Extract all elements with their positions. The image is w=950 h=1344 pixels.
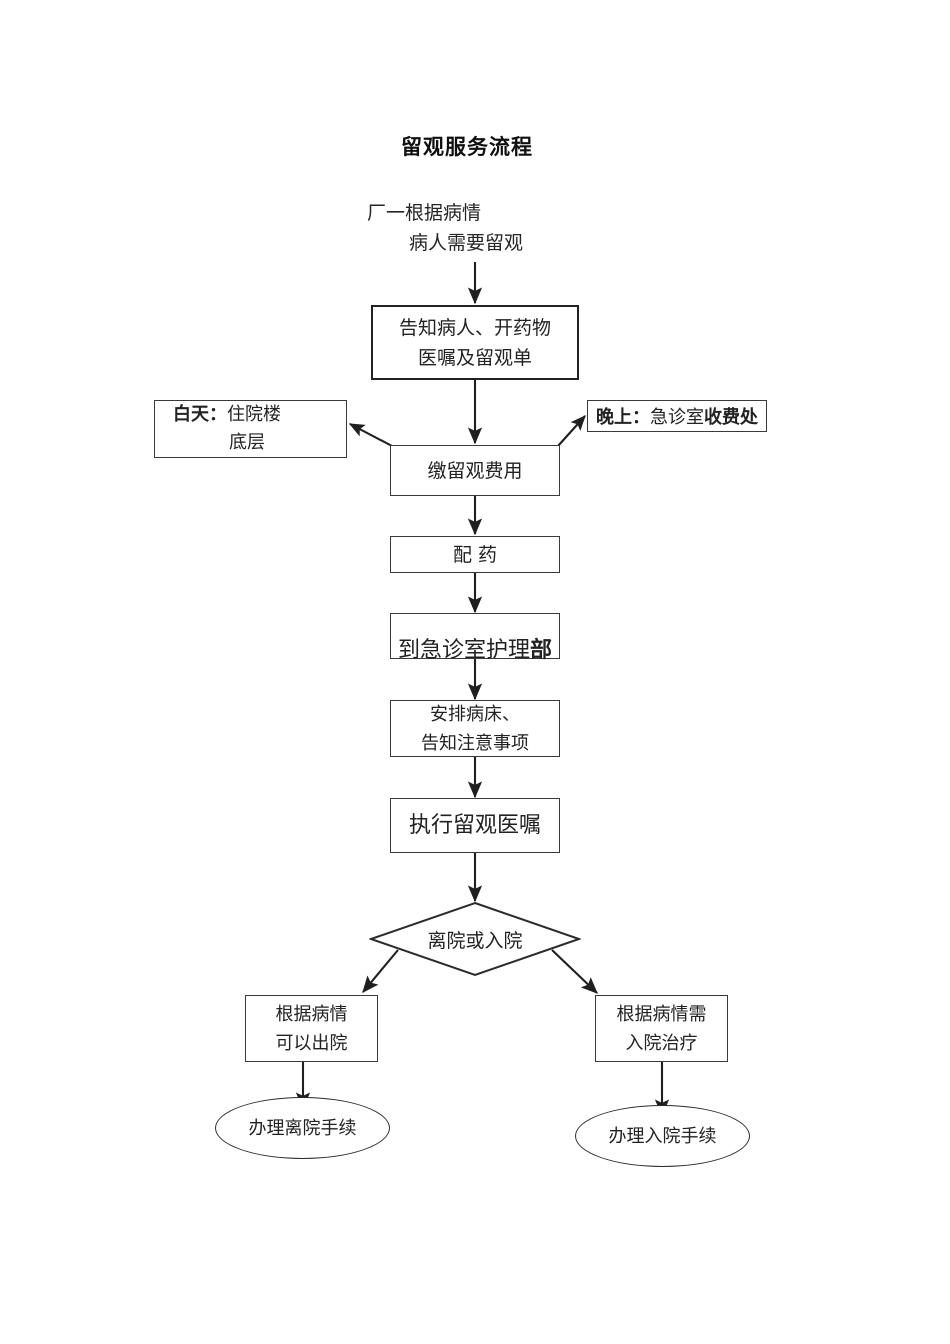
node-daytime-location-line2: 底层 bbox=[229, 432, 265, 453]
node-go-to-nursing-prefix: 到急诊室护理 bbox=[397, 638, 530, 663]
node-go-to-nursing[interactable]: 到急诊室护理部 bbox=[390, 613, 560, 663]
node-night-location-middle: 急诊室 bbox=[650, 407, 704, 428]
node-daytime-location-prefix: 白天： bbox=[173, 404, 227, 425]
node-go-to-nursing-suffix: 部 bbox=[530, 638, 553, 663]
node-need-admission-label: 根据病情需 入院治疗 bbox=[616, 1003, 707, 1054]
node-execute-orders[interactable]: 执行留观医嘱 bbox=[390, 798, 560, 853]
node-arrange-bed[interactable]: 安排病床、 告知注意事项 bbox=[390, 700, 560, 757]
node-pay-fee[interactable]: 缴留观费用 bbox=[390, 445, 560, 496]
node-can-discharge[interactable]: 根据病情 可以出院 bbox=[245, 995, 378, 1062]
page-title: 留观服务流程 bbox=[401, 135, 533, 159]
node-night-location[interactable]: 晚上：急诊室收费处 bbox=[587, 400, 767, 432]
node-need-admission[interactable]: 根据病情需 入院治疗 bbox=[595, 995, 728, 1062]
node-arrange-bed-label: 安排病床、 告知注意事项 bbox=[421, 703, 529, 754]
node-admission-procedure-label: 办理入院手续 bbox=[608, 1125, 717, 1147]
node-inform-patient[interactable]: 告知病人、开药物 医嘱及留观单 bbox=[371, 305, 579, 380]
node-discharge-procedure-label: 办理离院手续 bbox=[248, 1117, 357, 1139]
node-night-location-prefix: 晚上： bbox=[596, 407, 650, 428]
intro-line-2: 病人需要留观 bbox=[409, 232, 524, 254]
node-execute-orders-label: 执行留观医嘱 bbox=[408, 812, 541, 838]
node-decision-label: 离院或入院 bbox=[427, 929, 523, 952]
node-dispense-medicine-label: 配 药 bbox=[452, 543, 498, 566]
node-night-location-suffix: 收费处 bbox=[704, 407, 758, 428]
node-daytime-location-line1: 住院楼 bbox=[227, 404, 281, 425]
node-discharge-procedure[interactable]: 办理离院手续 bbox=[215, 1097, 390, 1159]
node-decision[interactable]: 离院或入院 bbox=[369, 901, 581, 977]
node-inform-patient-label: 告知病人、开药物 医嘱及留观单 bbox=[398, 316, 551, 369]
node-dispense-medicine[interactable]: 配 药 bbox=[390, 536, 560, 573]
node-admission-procedure[interactable]: 办理入院手续 bbox=[575, 1105, 750, 1167]
intro-line-1: 厂一根据病情 bbox=[367, 202, 482, 224]
node-daytime-location[interactable]: 白天：住院楼 底层 bbox=[154, 400, 347, 458]
node-pay-fee-label: 缴留观费用 bbox=[427, 459, 523, 482]
node-can-discharge-label: 根据病情 可以出院 bbox=[275, 1003, 348, 1054]
